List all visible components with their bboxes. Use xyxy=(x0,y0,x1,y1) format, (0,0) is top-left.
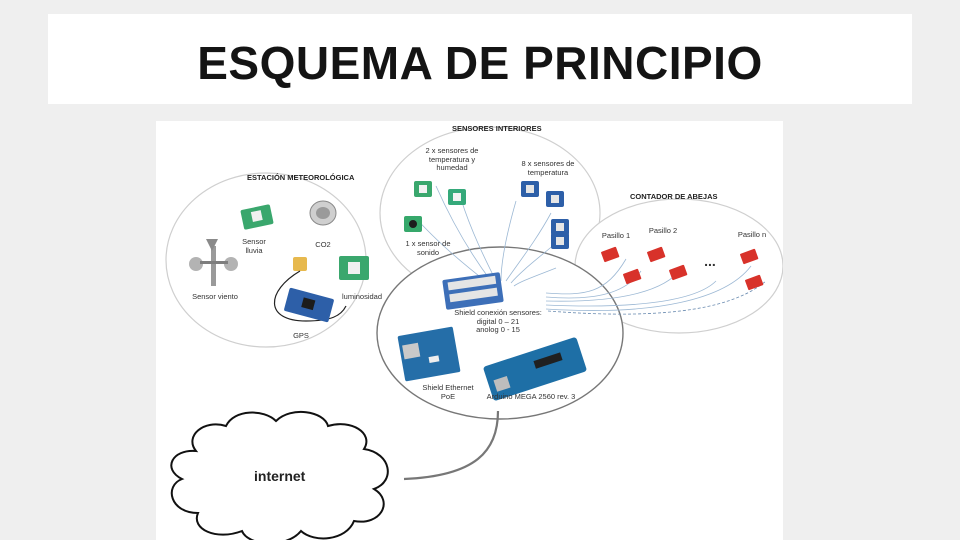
diagram-graphics xyxy=(165,126,783,540)
aisle-ellipsis: ... xyxy=(704,253,716,269)
shield-sensors-label: Shield conexión sensores: digital 0 – 21… xyxy=(454,308,542,335)
sound-sensor-label: 1 x sensor de sonido xyxy=(405,239,451,257)
dashed-bee-cable xyxy=(547,280,767,315)
aisle-2-label: Pasillo 2 xyxy=(648,226,678,235)
arduino-label: Arduino MEGA 2560 rev. 3 xyxy=(486,392,576,401)
sound-sensor-board xyxy=(404,216,422,232)
gps-module xyxy=(273,257,347,323)
aisle-1-label: Pasillo 1 xyxy=(601,231,631,240)
aisle-n-label: Pasillo n xyxy=(737,230,767,239)
temperature-sensor-boards xyxy=(521,181,569,249)
humidity-sensor-boards xyxy=(414,181,466,205)
humidity-sensors-label: 2 x sensores de temperatura y humedad xyxy=(425,146,479,173)
shield-connection-board xyxy=(442,272,504,310)
ethernet-shield-label: Shield Ethernet PoE xyxy=(422,383,474,401)
rain-sensor-label: Sensor lluvia xyxy=(242,237,266,255)
weather-station-heading: ESTACIÓN METEOROLÓGICA xyxy=(247,173,355,182)
co2-label: CO2 xyxy=(315,240,331,249)
wind-sensor xyxy=(189,239,238,286)
internet-cloud xyxy=(170,410,389,540)
light-sensor-board xyxy=(339,256,369,280)
title-band: ESQUEMA DE PRINCIPIO xyxy=(48,14,912,104)
system-diagram: SENSORES INTERIORES ESTACIÓN METEOROLÓGI… xyxy=(156,121,783,540)
temperature-sensors-label: 8 x sensores de temperatura xyxy=(521,159,575,177)
internet-label: internet xyxy=(254,468,306,484)
co2-sensor xyxy=(309,200,337,226)
bee-counter-boards xyxy=(601,246,764,291)
ethernet-shield-board xyxy=(397,326,461,382)
slide-title: ESQUEMA DE PRINCIPIO xyxy=(197,37,763,89)
internet-cable xyxy=(403,410,500,481)
interior-sensors-heading: SENSORES INTERIORES xyxy=(452,124,542,133)
arduino-mega-board xyxy=(483,337,587,401)
rain-sensor-board xyxy=(240,204,274,230)
bee-counter-heading: CONTADOR DE ABEJAS xyxy=(630,192,718,201)
light-sensor-label: luminosidad xyxy=(341,292,383,301)
wind-sensor-label: Sensor viento xyxy=(192,292,238,301)
gps-label: GPS xyxy=(293,331,309,340)
